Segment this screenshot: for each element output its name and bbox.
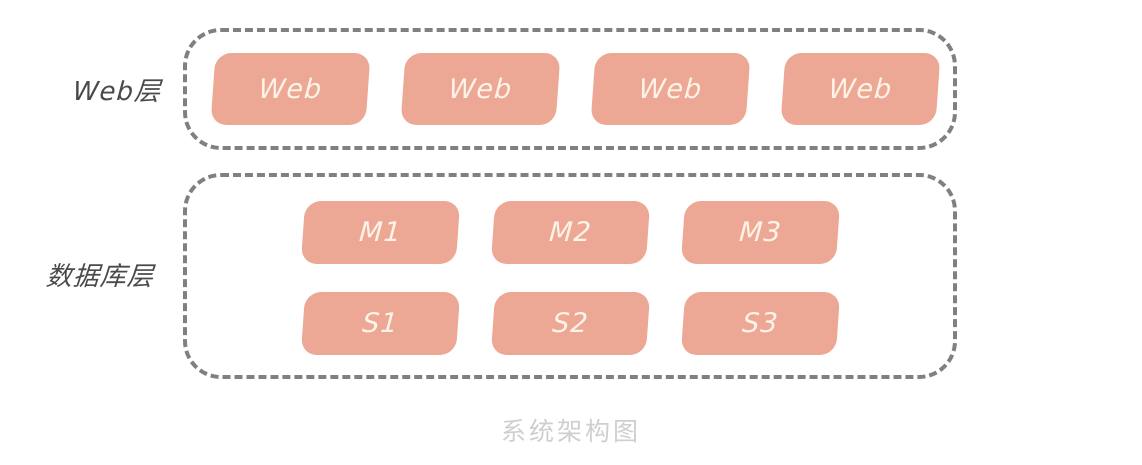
database-layer-label: 数据库层 (44, 262, 156, 292)
web-layer-group (183, 28, 957, 150)
diagram-caption: 系统架构图 (500, 417, 641, 446)
db-master-node-2-label: M2 (548, 217, 593, 248)
db-slave-node-3-label: S3 (741, 308, 780, 339)
web-node-2[interactable]: Web (400, 53, 561, 125)
web-node-3-label: Web (637, 73, 704, 105)
web-node-2-label: Web (447, 73, 514, 105)
database-layer-group (183, 173, 957, 379)
web-node-3[interactable]: Web (590, 53, 751, 125)
web-layer-label: Web层 (71, 77, 163, 107)
db-master-node-1[interactable]: M1 (300, 201, 461, 264)
web-node-1[interactable]: Web (210, 53, 371, 125)
db-slave-node-2[interactable]: S2 (490, 292, 651, 355)
web-node-4[interactable]: Web (780, 53, 941, 125)
db-slave-node-2-label: S2 (551, 308, 590, 339)
db-master-node-3[interactable]: M3 (680, 201, 841, 264)
web-node-1-label: Web (257, 73, 324, 105)
db-master-node-3-label: M3 (738, 217, 783, 248)
db-master-node-2[interactable]: M2 (490, 201, 651, 264)
db-slave-node-1-label: S1 (361, 308, 400, 339)
db-slave-node-1[interactable]: S1 (300, 292, 461, 355)
db-slave-node-3[interactable]: S3 (680, 292, 841, 355)
web-node-4-label: Web (827, 73, 894, 105)
db-master-node-1-label: M1 (358, 217, 403, 248)
